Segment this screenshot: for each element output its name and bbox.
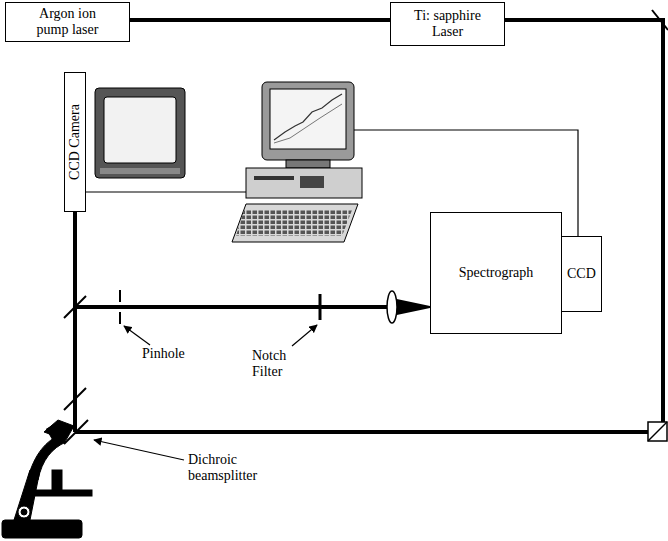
pinhole	[119, 290, 121, 302]
lens	[387, 291, 397, 323]
laser-beam	[75, 430, 648, 434]
node-label: CCD Camera	[67, 104, 83, 180]
pinhole	[119, 312, 121, 324]
microscope	[21, 509, 27, 515]
laser-beam	[75, 20, 663, 432]
microscope	[2, 420, 92, 538]
microscope	[2, 520, 82, 538]
pinhole	[119, 290, 121, 324]
computer	[236, 210, 352, 236]
lens	[387, 291, 397, 323]
computer	[274, 94, 342, 140]
video-monitor	[95, 88, 185, 178]
mirror	[64, 10, 668, 444]
node-label: Argon ion pump laser	[23, 6, 113, 38]
leader-line	[292, 325, 317, 346]
computer	[254, 176, 294, 180]
laser-box: Ti: sapphire Laser	[390, 2, 505, 46]
laser-box: Argon ion pump laser	[5, 2, 130, 42]
leader-line	[94, 325, 317, 460]
camera-box: CCD Camera	[64, 72, 86, 212]
leader-line	[94, 440, 184, 460]
computer	[300, 176, 324, 188]
beamsplitter-cube	[648, 422, 667, 441]
notch-filter	[319, 294, 322, 320]
notch-filter	[319, 294, 322, 320]
spectrograph-box: Spectrograph	[430, 212, 562, 334]
detector-box: CCD	[561, 236, 602, 312]
computer	[246, 168, 362, 198]
microscope	[52, 470, 62, 490]
beamsplitter-cube	[648, 422, 667, 441]
cable	[80, 191, 246, 192]
computer	[232, 204, 358, 242]
callout-label: Dichroic beamsplitter	[186, 452, 282, 484]
computer	[270, 89, 346, 149]
microscope	[18, 506, 30, 518]
beamsplitter-cube	[648, 422, 667, 441]
mirror	[652, 10, 668, 30]
computer	[232, 82, 362, 242]
video-monitor	[95, 88, 185, 178]
callout-label: Pinhole	[140, 346, 187, 362]
computer	[274, 104, 342, 143]
video-monitor	[100, 168, 180, 174]
mirror	[64, 388, 86, 410]
laser-beam	[75, 305, 388, 309]
microscope	[47, 425, 62, 443]
video-monitor	[104, 97, 176, 163]
computer	[262, 82, 354, 160]
leader-line	[124, 326, 150, 345]
node-label: Ti: sapphire Laser	[408, 8, 488, 40]
mirror	[64, 296, 86, 318]
microscope	[30, 490, 92, 496]
callout-label: Notch Filter	[250, 348, 304, 380]
computer	[286, 160, 330, 168]
node-label: Spectrograph	[459, 265, 534, 281]
node-label: CCD	[567, 266, 596, 282]
laser-beam	[130, 18, 390, 22]
